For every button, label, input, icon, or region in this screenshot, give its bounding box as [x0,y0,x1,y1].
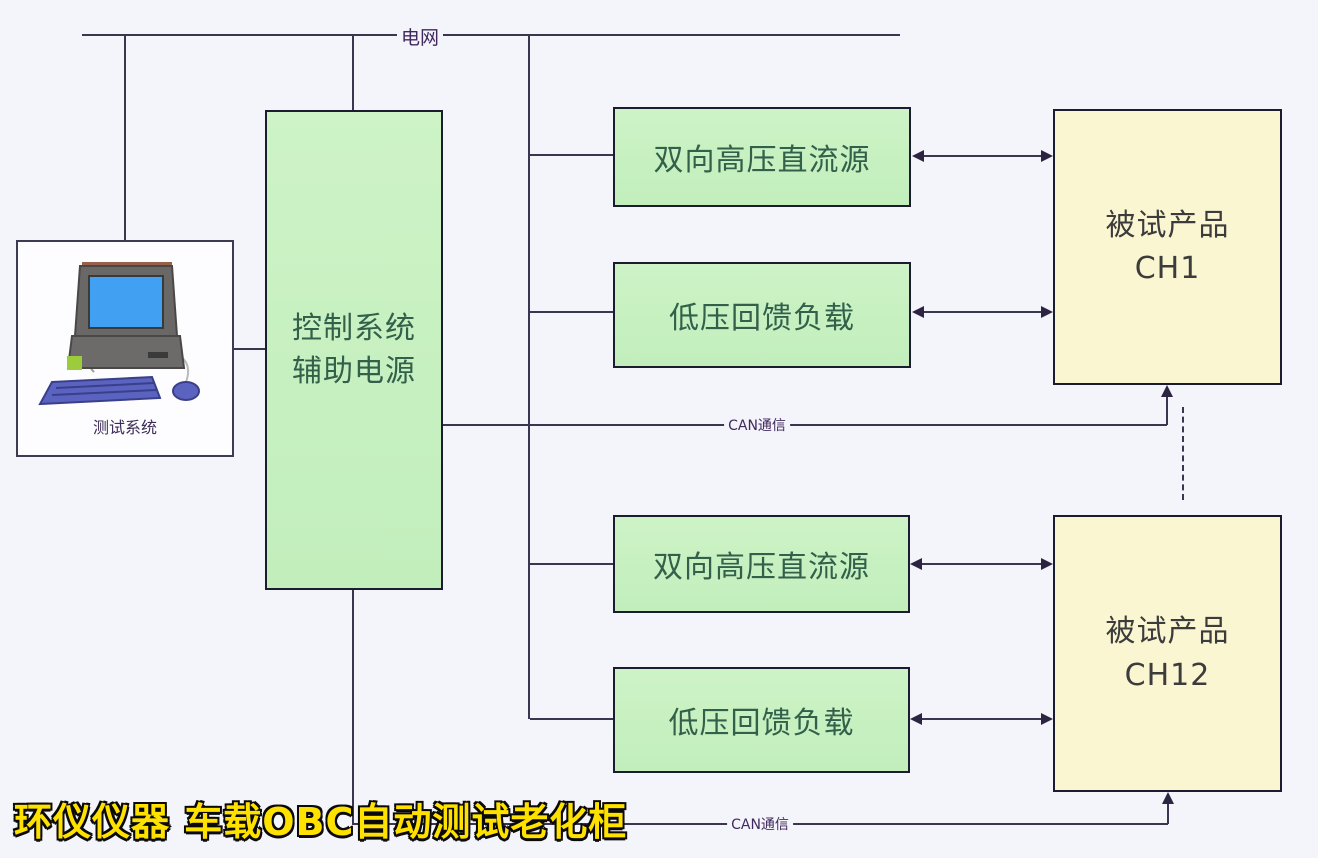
branch-lower-dc-line [530,563,613,565]
upper-dc-source-node: 双向高压直流源 [613,107,911,207]
computer-icon [38,261,200,405]
lower-dc-source-label: 双向高压直流源 [653,550,870,585]
test-system-label: 测试系统 [92,417,157,437]
control-bottom-drop-line [352,590,354,824]
can-upper-label: CAN通信 [724,415,790,435]
page-title: 环仪仪器 车载OBC自动测试老化柜 [13,799,628,846]
can-upper-line [443,424,1167,426]
dut-ch1-node: 被试产品 CH1 [1053,109,1282,385]
arrowhead-right-icon [1041,713,1053,725]
power-grid-label: 电网 [396,23,444,50]
branch-upper-lv-line [530,311,613,313]
arrowhead-left-icon [912,150,924,162]
grid-trunk-line [528,34,530,719]
dut-ellipsis-dashed-line [1182,407,1184,500]
arrowhead-left-icon [910,713,922,725]
test-system-node: 测试系统 [16,240,234,457]
power-grid-line [82,34,900,36]
dut-ch12-label-line2: CH12 [1124,657,1211,693]
arrowhead-left-icon [910,558,922,570]
arrow-lower-lv-dut-line [916,718,1048,720]
arrowhead-up-icon [1162,792,1174,804]
lower-dc-source-node: 双向高压直流源 [613,515,910,613]
grid-to-control-line [352,34,354,110]
arrowhead-right-icon [1041,150,1053,162]
lower-lv-load-node: 低压回馈负载 [613,667,910,773]
grid-to-test-system-line [124,34,126,240]
test-system-to-control-line [234,348,265,350]
branch-upper-dc-line [530,154,613,156]
dut-ch12-node: 被试产品 CH12 [1053,515,1282,792]
arrowhead-right-icon [1041,558,1053,570]
arrowhead-up-icon [1161,385,1173,397]
control-power-label-line2: 辅助电源 [292,354,416,389]
arrow-upper-lv-dut-line [918,311,1048,313]
upper-lv-load-node: 低压回馈负载 [613,262,911,368]
upper-lv-load-label: 低压回馈负载 [669,301,855,336]
arrow-upper-dc-dut-line [918,155,1048,157]
can-lower-label: CAN通信 [727,814,793,834]
arrowhead-right-icon [1041,306,1053,318]
arrowhead-left-icon [912,306,924,318]
upper-dc-source-label: 双向高压直流源 [653,143,871,178]
can-lower-riser-line [1167,800,1169,824]
control-power-label-line1: 控制系统 [292,310,416,346]
arrow-lower-dc-dut-line [916,563,1048,565]
dut-ch1-label-line2: CH1 [1134,251,1201,286]
lower-lv-load-label: 低压回馈负载 [668,706,855,741]
can-upper-riser-line [1166,393,1168,425]
branch-lower-lv-line [530,718,613,720]
control-power-node: 控制系统 辅助电源 [265,110,443,590]
dut-ch12-label-line1: 被试产品 [1105,614,1230,649]
dut-ch1-label-line1: 被试产品 [1105,207,1230,243]
